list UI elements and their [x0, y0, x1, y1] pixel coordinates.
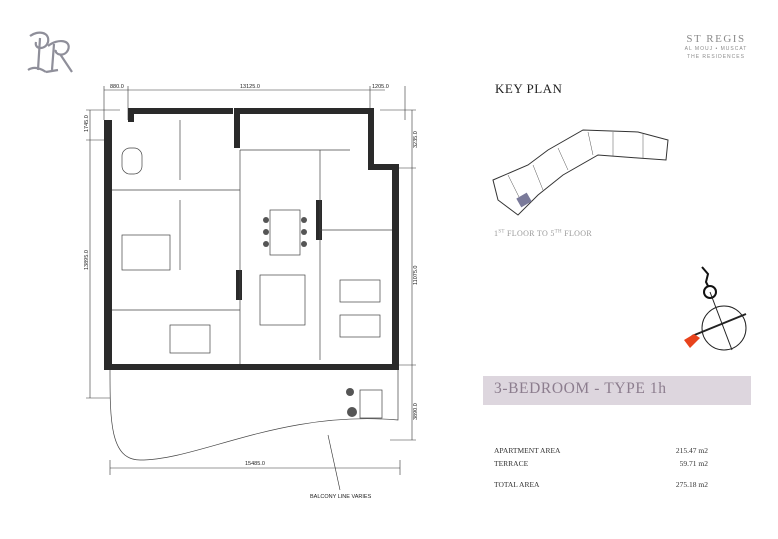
area-label: TOTAL AREA [494, 480, 540, 489]
unit-type-banner [483, 376, 751, 405]
compass-icon [684, 266, 747, 351]
area-value: 59.71 m2 [679, 459, 708, 468]
area-row-terrace: TERRACE 59.71 m2 [494, 459, 708, 468]
dim-right-bottom: 3890.0 [413, 403, 419, 420]
brand-name: ST REGIS [686, 33, 746, 45]
dim-left-top: 1745.0 [84, 115, 90, 132]
area-row-apartment: APARTMENT AREA 215.47 m2 [494, 446, 708, 455]
sr-monogram-logo [27, 31, 73, 74]
dim-right-top: 3235.0 [413, 131, 419, 148]
brand-location: AL MOUJ • MUSCAT [684, 46, 748, 52]
floor-plan: 880.0 13125.0 1205.0 1745.0 13895.0 3235… [84, 84, 419, 500]
dim-bottom: 15485.0 [245, 461, 265, 467]
dim-top-main: 13125.0 [240, 84, 260, 90]
floor-from-sup: ST [498, 229, 505, 235]
balcony-note: BALCONY LINE VARIES [310, 494, 372, 500]
area-label: APARTMENT AREA [494, 446, 561, 455]
dim-left-main: 13895.0 [84, 250, 90, 270]
floor-to-sup: TH [554, 229, 562, 235]
floor-end: FLOOR [561, 229, 592, 238]
area-label: TERRACE [494, 459, 529, 468]
dim-right-main: 11075.0 [413, 266, 419, 285]
dim-top-right: 1205.0 [372, 84, 389, 90]
floor-from: 1 [494, 229, 499, 238]
unit-type-title: 3-BEDROOM - TYPE 1h [494, 380, 667, 397]
area-row-total: TOTAL AREA 275.18 m2 [494, 480, 708, 489]
key-plan-diagram [492, 129, 669, 216]
brand-subtitle: THE RESIDENCES [687, 54, 745, 60]
area-value: 275.18 m2 [675, 480, 708, 489]
floor-mid: FLOOR TO [504, 229, 551, 238]
unit-highlight [516, 192, 532, 208]
dim-top-left: 880.0 [110, 84, 124, 90]
floor-caption: 1ST FLOOR TO 5TH FLOOR [494, 229, 592, 238]
area-value: 215.47 m2 [675, 446, 708, 455]
st-regis-logo: ST REGIS AL MOUJ • MUSCAT THE RESIDENCES [676, 33, 756, 61]
key-plan-title: KEY PLAN [495, 81, 563, 96]
floor-to: 5 [550, 229, 555, 238]
